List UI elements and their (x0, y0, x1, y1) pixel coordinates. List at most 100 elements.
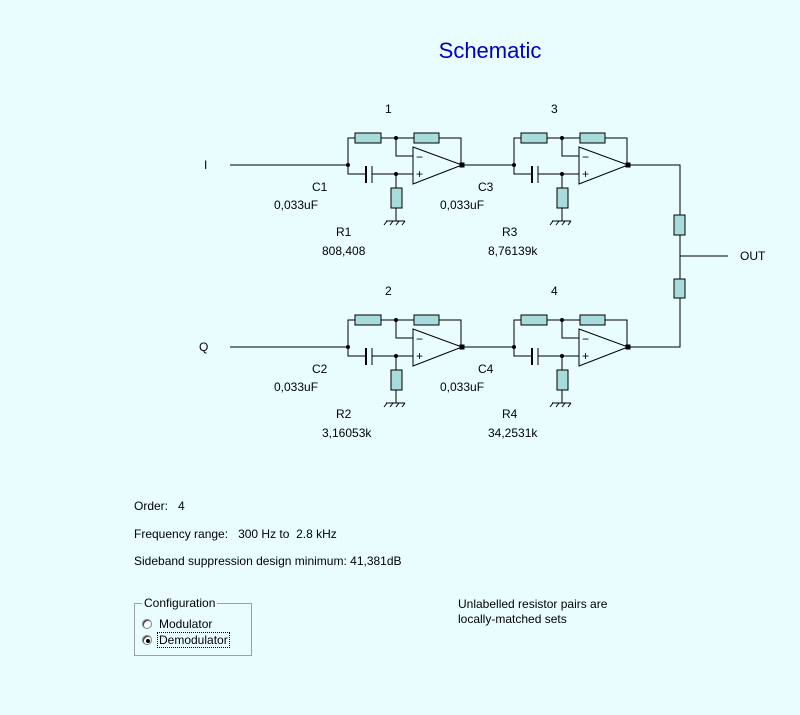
wire-top-right (605, 137, 628, 165)
ground-hatch (567, 220, 572, 226)
order-label: Order: (134, 499, 169, 513)
ground-hatch (389, 402, 394, 408)
resistor-value: 808,408 (322, 244, 366, 258)
resistor-matched-right (579, 314, 606, 326)
wire-top-right (439, 137, 462, 165)
ground-hatch (561, 402, 566, 408)
ground-hatch (401, 402, 406, 408)
capacitor-value: 0,033uF (440, 380, 484, 394)
sideband-line: Sideband suppression design minimum: 41,… (134, 554, 402, 568)
opamp-plus-sign: + (582, 167, 589, 181)
wire-cap-left (513, 165, 532, 175)
order-line: Order: 4 (134, 499, 185, 513)
ground-hatch (555, 220, 560, 226)
opamp-triangle (578, 328, 630, 367)
radio-modulator-label[interactable]: Modulator (159, 617, 213, 631)
resistor-ground (390, 369, 403, 391)
junction-dot (394, 136, 398, 140)
resistor-ground (556, 369, 569, 391)
resistor-matched-right (579, 132, 606, 144)
stage-number: 2 (385, 284, 392, 298)
schematic-diagram: −+1C10,033uFR1808,408−+3C30,033uFR38,761… (199, 102, 766, 440)
wire-cap-left (347, 347, 366, 357)
capacitor-label: C2 (312, 362, 328, 376)
ground-hatch (395, 220, 400, 226)
sideband-label: Sideband suppression design minimum: (134, 554, 347, 568)
summing-resistor-bottom (673, 278, 686, 299)
radio-demodulator-button[interactable] (142, 635, 152, 645)
sideband-value: 41,381dB (350, 554, 402, 568)
resistor-matched-left (520, 132, 548, 144)
junction-dot (560, 318, 564, 322)
ground-hatch (549, 220, 554, 226)
resistor-note: Unlabelled resistor pairs are locally-ma… (458, 597, 607, 627)
input-q-label: Q (199, 340, 208, 354)
wire-top-left (513, 319, 521, 347)
configuration-group: Configuration Modulator Demodulator (134, 596, 252, 656)
ground-hatch (395, 402, 400, 408)
stage-number: 1 (385, 102, 392, 116)
resistor-value: 34,2531k (488, 426, 538, 440)
junction-dot (394, 172, 398, 176)
resistor-value: 3,16053k (322, 426, 372, 440)
opamp-minus-sign: − (582, 150, 589, 164)
wire-minus-feedback (395, 320, 413, 339)
resistor-label: R1 (336, 225, 352, 239)
input-i-label: I (204, 158, 207, 172)
capacitor-label: C3 (478, 180, 494, 194)
note-line-1: Unlabelled resistor pairs are (458, 597, 608, 611)
junction-dot (560, 354, 564, 358)
junction-dot (394, 318, 398, 322)
resistor-matched-right (413, 132, 440, 144)
resistor-matched-left (354, 314, 382, 326)
wire-cap-left (347, 165, 366, 175)
opamp-plus-sign: + (582, 349, 589, 363)
opamp-minus-sign: − (416, 332, 423, 346)
ground-hatch (383, 220, 388, 226)
resistor-matched-left (520, 314, 548, 326)
ground-hatch (561, 220, 566, 226)
capacitor-value: 0,033uF (274, 380, 318, 394)
wire-top-right (439, 319, 462, 347)
junction-dot (560, 136, 564, 140)
ground-hatch (383, 402, 388, 408)
resistor-matched-right (413, 314, 440, 326)
ground-hatch (389, 220, 394, 226)
resistor-label: R4 (502, 407, 518, 421)
junction-dot (394, 354, 398, 358)
capacitor-value: 0,033uF (274, 198, 318, 212)
wire-cap-left (513, 347, 532, 357)
wire-minus-feedback (561, 320, 579, 339)
ground-hatch (567, 402, 572, 408)
frequency-label: Frequency range: (134, 527, 229, 541)
opamp-plus-sign: + (416, 167, 423, 181)
resistor-ground (390, 187, 403, 209)
stage-number: 3 (551, 102, 558, 116)
order-value: 4 (178, 499, 185, 513)
wire-minus-feedback (561, 138, 579, 157)
stage-number: 4 (551, 284, 558, 298)
configuration-legend: Configuration (142, 596, 218, 610)
ground-hatch (555, 402, 560, 408)
resistor-value: 8,76139k (488, 244, 538, 258)
wire-stage3-output (628, 164, 681, 215)
wire-top-left (347, 319, 355, 347)
opamp-triangle (578, 146, 630, 185)
wire-minus-feedback (395, 138, 413, 157)
opamp-triangle (412, 146, 464, 185)
resistor-matched-left (354, 132, 382, 144)
wire-top-left (513, 137, 521, 165)
capacitor-value: 0,033uF (440, 198, 484, 212)
radio-demodulator-label[interactable]: Demodulator (157, 632, 230, 648)
radio-demodulator[interactable]: Demodulator (142, 632, 230, 648)
wire-stage4-output (628, 298, 681, 348)
resistor-ground (556, 187, 569, 209)
frequency-line: Frequency range: 300 Hz to 2.8 kHz (134, 527, 337, 541)
radio-modulator-button[interactable] (142, 619, 152, 629)
resistor-label: R2 (336, 407, 352, 421)
radio-modulator[interactable]: Modulator (142, 617, 213, 631)
opamp-minus-sign: − (582, 332, 589, 346)
capacitor-label: C1 (312, 180, 328, 194)
note-line-2: locally-matched sets (458, 612, 567, 626)
